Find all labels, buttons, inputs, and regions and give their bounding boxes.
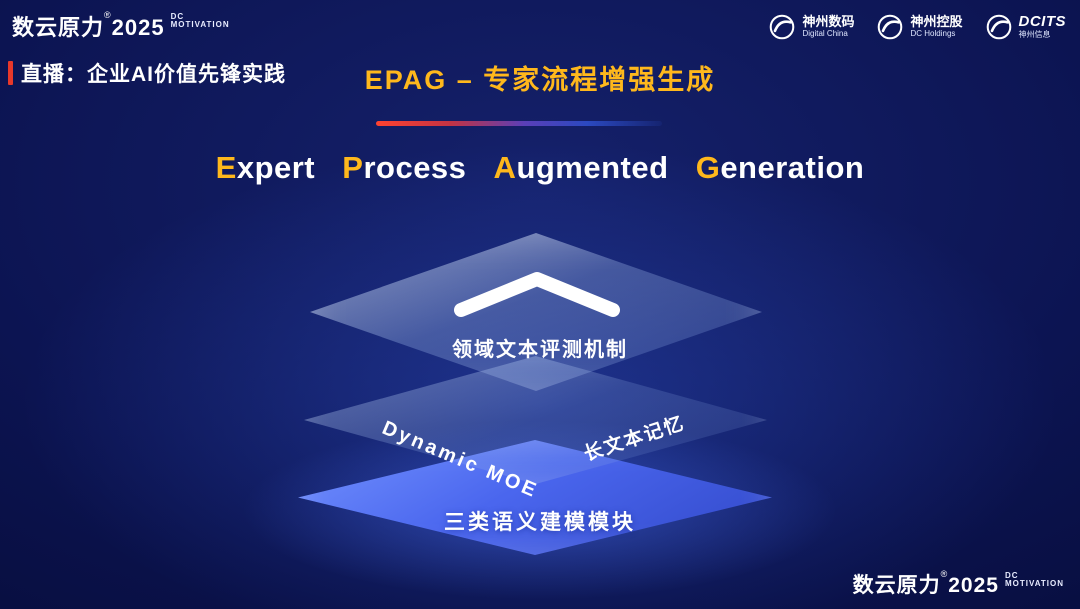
swoosh-circle-icon xyxy=(878,14,903,40)
live-banner: 直播：企业AI价值先锋实践 xyxy=(8,58,286,88)
gradient-divider xyxy=(376,121,662,126)
brand-wordmark: 数云原力®2025 xyxy=(12,10,165,40)
title-word: Expert xyxy=(215,150,316,185)
partner-subname: DC Holdings xyxy=(910,28,956,38)
partner-subname: Digital China xyxy=(802,28,848,38)
swoosh-circle-icon xyxy=(986,14,1011,40)
layer-label-top: 领域文本评测机制 xyxy=(452,339,628,361)
title-word: Process xyxy=(342,150,467,185)
swoosh-circle-icon xyxy=(770,14,795,40)
partner-logo-digital-china: 神州数码 Digital China xyxy=(768,13,854,41)
chevron-up-icon xyxy=(454,272,620,317)
layer-label-bottom: 三类语义建模模块 xyxy=(444,511,636,534)
partner-name: DCITS xyxy=(1018,13,1066,31)
brand-tagline: DC MOTIVATION xyxy=(1004,571,1064,589)
live-banner-label: 直播：企业AI价值先锋实践 xyxy=(21,63,286,86)
partner-name: 神州数码 xyxy=(802,14,855,30)
partner-logo-dcits: DCITS 神州信息 xyxy=(985,13,1067,41)
brand-logo-bottom-right: 数云原力®2025 DC MOTIVATION xyxy=(853,569,1064,599)
partner-logo-dc-holdings: 神州控股 DC Holdings xyxy=(876,13,963,41)
partner-logos: 神州数码 Digital China 神州控股 DC Holdings DCIT… xyxy=(768,13,1066,41)
title-word: Generation xyxy=(695,150,865,185)
partner-subname: 神州信息 xyxy=(1018,29,1051,39)
brand-wordmark: 数云原力®2025 xyxy=(852,569,999,597)
page-title-en: Expert Process Augmented Generation xyxy=(0,150,1080,186)
title-word: Augmented xyxy=(493,150,669,185)
partner-name: 神州控股 xyxy=(910,14,963,30)
brand-logo-top-left: 数云原力®2025 DC MOTIVATION xyxy=(12,10,230,42)
brand-tagline: DC MOTIVATION xyxy=(170,12,230,30)
red-accent-bar xyxy=(8,61,13,85)
page-title-cn: EPAG – 专家流程增强生成 xyxy=(364,65,716,95)
